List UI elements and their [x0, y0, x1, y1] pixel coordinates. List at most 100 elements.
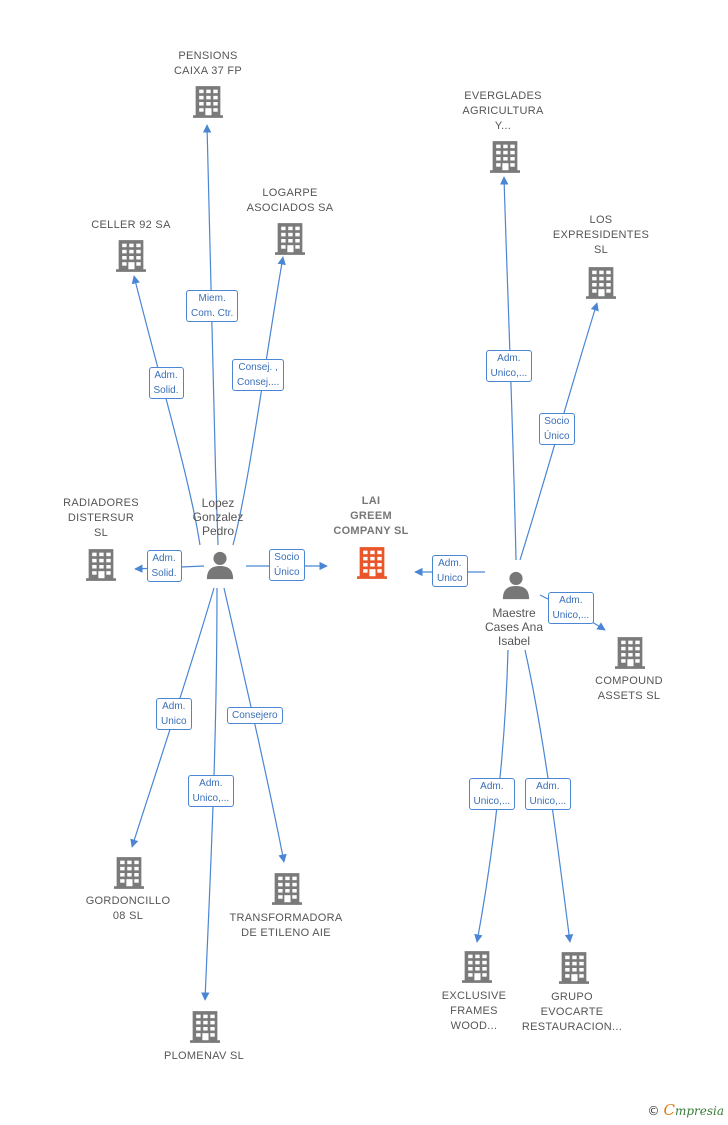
building-icon[interactable]	[490, 141, 520, 173]
relation-text: Socio	[274, 552, 300, 563]
relation-badge-lopez-pensions[interactable]: Miem. Com. Ctr.	[186, 290, 239, 322]
relation-text: Unico,...	[529, 796, 567, 807]
node-label-line: ASSETS SL	[597, 690, 661, 702]
node-label-line: SL	[93, 527, 109, 539]
node-label-logarpe[interactable]: LOGARPE ASOCIADOS SA	[225, 186, 355, 216]
brand-name: mpresia	[674, 1104, 724, 1118]
relation-badge-maestre-compound[interactable]: Adm. Unico,...	[547, 592, 595, 624]
copyright-icon: ©	[647, 1104, 660, 1118]
relation-badge-lopez-logarpe[interactable]: Consej. , Consej....	[232, 359, 285, 391]
node-label-line: WOOD...	[450, 1020, 498, 1032]
node-label-line: Isabel	[497, 634, 531, 648]
building-icon[interactable]	[116, 240, 146, 272]
node-label-line: CELLER 92 SA	[91, 219, 171, 231]
building-icon[interactable]	[615, 637, 645, 669]
node-label-line: PLOMENAV SL	[163, 1050, 245, 1062]
edge-lopez-to-celler	[131, 275, 201, 546]
building-icon[interactable]	[190, 1011, 220, 1043]
brand-initial: C	[663, 1101, 675, 1119]
node-label-line: Cases Ana	[484, 620, 544, 634]
relation-text: Adm.	[536, 781, 560, 792]
relation-badge-maestre-everglades[interactable]: Adm. Unico,...	[485, 350, 533, 382]
node-label-line: FRAMES	[450, 1005, 498, 1017]
relation-badge-maestre-laigreem[interactable]: Adm.Unico	[432, 555, 468, 587]
edge-lopez-to-logarpe	[232, 256, 286, 546]
relation-text: Unico,...	[473, 796, 511, 807]
node-label-line: Lopez	[201, 496, 235, 510]
node-label-line: Pedro	[201, 524, 235, 538]
relation-badge-lopez-radiadores[interactable]: Adm. Solid.	[146, 550, 182, 582]
relation-text: Adm.	[162, 701, 186, 712]
building-icon[interactable]	[559, 952, 589, 984]
building-icon[interactable]	[462, 951, 492, 983]
relation-text: Adm.	[559, 595, 583, 606]
edge-lopez-to-pensions	[202, 124, 219, 546]
node-label-line: DISTERSUR	[67, 512, 135, 524]
relation-text: Miem.	[198, 293, 226, 304]
relation-text: Unico,...	[490, 368, 528, 379]
node-label-everglades[interactable]: EVERGLADES AGRICULTURA Y...	[438, 89, 568, 134]
relation-text: Solid.	[151, 568, 177, 579]
node-label-line: RADIADORES	[63, 497, 139, 509]
node-label-celler[interactable]: CELLER 92 SA	[66, 218, 196, 233]
node-label-line: EVERGLADES	[464, 90, 542, 102]
relation-text: Socio	[544, 416, 570, 427]
relation-text: Adm.	[438, 558, 462, 569]
node-label-line: LAI	[361, 495, 381, 507]
empresia-watermark: ©Cmpresia	[647, 1101, 724, 1119]
relation-badge-lopez-transformadora[interactable]: Consejero	[227, 706, 283, 724]
relation-text: Consej. ,	[238, 362, 278, 373]
relation-badge-lopez-celler[interactable]: Adm. Solid.	[148, 367, 184, 399]
node-label-transformadora[interactable]: TRANSFORMADORA DE ETILENO AIE	[221, 911, 351, 941]
person-icon[interactable]	[206, 551, 234, 580]
relation-badge-lopez-plomenav[interactable]: Adm.Unico,...	[187, 775, 235, 807]
building-icon[interactable]	[193, 86, 223, 118]
node-label-line: CAIXA 37 FP	[173, 65, 243, 77]
building-icon[interactable]	[86, 549, 116, 581]
node-label-line: Y...	[494, 120, 512, 132]
node-label-radiadores[interactable]: RADIADORES DISTERSUR SL	[36, 496, 166, 541]
relation-text: Adm.	[154, 370, 178, 381]
relation-text: Adm.	[199, 778, 223, 789]
node-label-line: LOGARPE	[262, 187, 318, 199]
node-label-line: AGRICULTURA	[462, 105, 544, 117]
node-label-line: TRANSFORMADORA	[229, 912, 343, 924]
building-icon[interactable]	[357, 547, 387, 579]
relation-text: Adm.	[152, 553, 176, 564]
relation-badge-maestre-exclusive[interactable]: Adm. Unico,...	[468, 778, 516, 810]
node-label-line: LOS	[589, 214, 613, 226]
relation-text: Adm.	[480, 781, 504, 792]
relation-badge-lopez-gordoncillo[interactable]: Adm.Unico	[156, 698, 192, 730]
node-label-line: COMPANY SL	[333, 525, 409, 537]
node-label-line: RESTAURACION...	[521, 1021, 623, 1033]
edge-lopez-to-transformadora	[223, 587, 287, 863]
relation-text: Unico,...	[552, 610, 590, 621]
building-icon[interactable]	[275, 223, 305, 255]
building-icon[interactable]	[586, 267, 616, 299]
node-label-line: GREEM	[350, 510, 392, 522]
building-icon[interactable]	[114, 857, 144, 889]
node-label-line: EVOCARTE	[540, 1006, 604, 1018]
node-label-plomenav[interactable]: PLOMENAV SL	[139, 1049, 269, 1064]
relation-badge-maestre-evocarte[interactable]: Adm. Unico,...	[524, 778, 572, 810]
node-label-line: DE ETILENO AIE	[241, 927, 331, 939]
person-icon[interactable]	[502, 571, 530, 600]
relation-text: Com. Ctr.	[191, 308, 234, 319]
node-label-line: ASOCIADOS SA	[246, 202, 334, 214]
relation-text: Único	[274, 567, 300, 578]
building-icon[interactable]	[272, 873, 302, 905]
relation-text: Solid.	[153, 385, 179, 396]
node-label-laigreem[interactable]: LAI GREEM COMPANY SL	[306, 494, 436, 539]
relation-text: Adm.	[497, 353, 521, 364]
relation-text: Consej....	[237, 377, 280, 388]
